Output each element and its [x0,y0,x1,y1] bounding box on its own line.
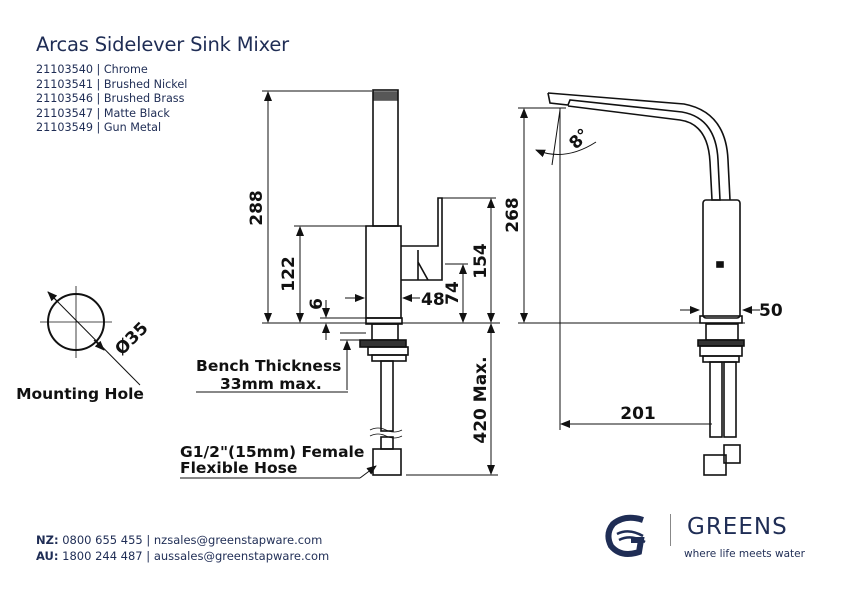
variant-code: 21103546 [36,92,93,106]
variant-item: 21103540 | Chrome [36,63,148,76]
variant-finish: Chrome [103,63,148,76]
au-phone: 1800 244 487 [62,549,143,563]
variant-finish: Brushed Brass [103,92,185,106]
contact-info: NZ: 0800 655 455 | nzsales@greenstapware… [36,532,329,564]
logo-divider [670,514,671,546]
variant-finish: Brushed Nickel [103,77,188,91]
dim-lever-offset: 74 [443,281,463,305]
variant-code: 21103541 [36,77,93,91]
variant-item: 21103541 | Brushed Nickel [36,77,188,91]
variant-code: 21103549 [36,121,93,135]
mounting-hole-label: Mounting Hole [16,385,144,403]
brand-tagline: where life meets water [684,548,805,560]
greens-logo-icon [605,514,646,557]
mounting-hole-diagram [40,286,141,386]
nz-contact: NZ: 0800 655 455 | nzsales@greenstapware… [36,533,323,547]
variant-item: 21103549 | Gun Metal [36,121,162,135]
side-view-faucet [547,92,745,476]
dim-spout-height: 268 [503,197,523,233]
variant-item: 21103547 | Matte Black [36,106,170,120]
front-view-faucet [359,89,443,476]
dim-body-width: 48 [421,290,445,310]
variant-finish: Matte Black [103,106,170,120]
au-email[interactable]: aussales@greenstapware.com [153,549,330,563]
nz-phone: 0800 655 455 [62,533,143,547]
variant-code: 21103540 [36,63,93,76]
au-contact: AU: 1800 244 487 | aussales@greenstapwar… [36,549,330,563]
page-title: Arcas Sidelever Sink Mixer [36,33,289,56]
variant-finish: Gun Metal [103,121,162,135]
front-view-dimensions [180,90,500,479]
variant-code: 21103547 [36,106,93,120]
dim-side-width: 50 [759,301,783,321]
dim-base-gap: 6 [307,298,327,310]
dim-lever-height: 154 [471,243,491,279]
au-label: AU: [36,549,59,563]
dim-total-height: 288 [247,190,267,226]
dim-below-bench: 420 Max. [471,356,491,443]
dim-body-height: 122 [279,256,299,292]
nz-label: NZ: [36,533,59,547]
variant-item: 21103546 | Brushed Brass [36,92,185,106]
nz-email[interactable]: nzsales@greenstapware.com [153,533,323,547]
dim-reach: 201 [620,404,656,424]
mounting-hole-dimension: Ø35 [111,318,152,359]
hose-label: G1/2"(15mm) Female [180,443,364,461]
side-view-dimensions [518,107,760,430]
bench-thickness-label: Bench Thickness [196,357,341,375]
dim-spout-angle: 8° [565,125,594,154]
variant-list: 21103540 | Chrome 21103541 | Brushed Nic… [36,63,187,136]
bench-thickness-max: 33mm max. [220,375,322,393]
hose-type-label: Flexible Hose [180,459,297,477]
brand-name: GREENS [687,514,788,540]
